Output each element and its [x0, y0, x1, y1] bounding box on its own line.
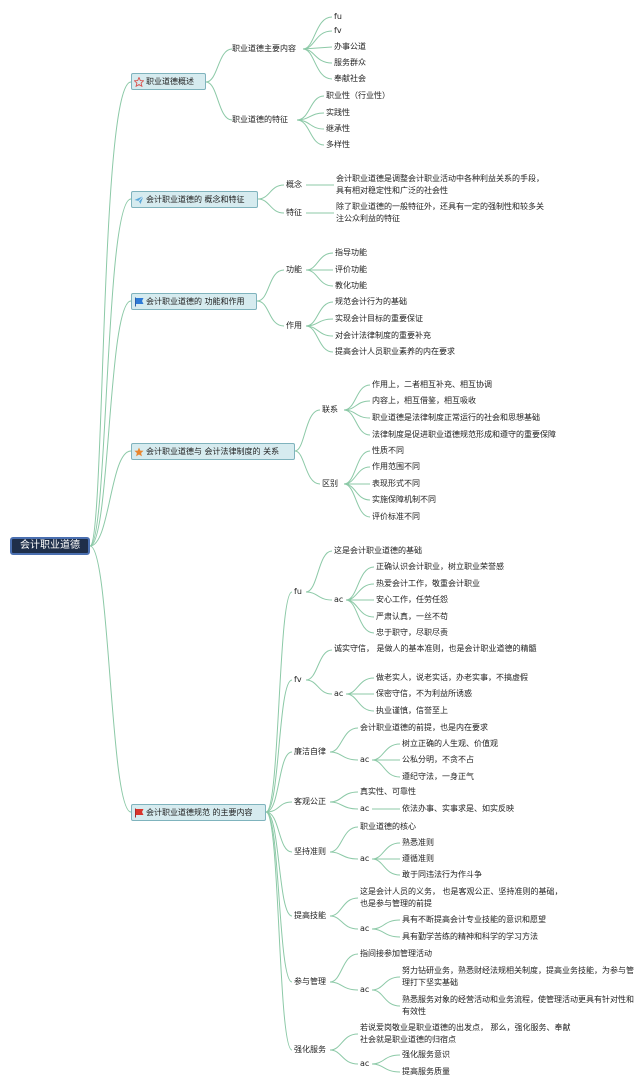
branch-label[interactable]: 廉洁自律: [294, 747, 326, 756]
branch-label[interactable]: 概念: [286, 180, 302, 189]
section-title: 会计职业道德的 概念和特征: [146, 195, 245, 204]
leaf-text[interactable]: 职业道德的核心: [360, 822, 416, 831]
leaf[interactable]: 熟悉服务对象的经营活动和业务流程，使管理活动更具有针对性和有效性: [402, 995, 634, 1016]
leaf[interactable]: 遵循准则: [402, 854, 434, 863]
leaf[interactable]: 法律制度是促进职业道德规范形成和遵守的重要保障: [372, 430, 556, 439]
leaf[interactable]: 继承性: [326, 124, 350, 133]
branch-label[interactable]: 提高技能: [294, 911, 326, 920]
section-title: 会计职业道德与 会计法律制度的 关系: [146, 447, 280, 456]
red-flag-icon: [134, 808, 144, 818]
leaf[interactable]: 努力钻研业务，熟悉财经法规相关制度，提高业务技能，为参与管理打下坚实基础: [402, 966, 634, 987]
section-title: 会计职业道德的 功能和作用: [146, 297, 245, 306]
branch-label[interactable]: 联系: [322, 405, 338, 414]
branch-label[interactable]: 职业道德主要内容: [232, 44, 296, 53]
leaf[interactable]: 教化功能: [335, 281, 367, 290]
star-outline-icon: [134, 76, 144, 87]
leaf[interactable]: 公私分明，不贪不占: [402, 755, 474, 764]
leaf[interactable]: 提高服务质量: [402, 1067, 450, 1076]
leaf[interactable]: 提高会计人员职业素养的内在要求: [335, 347, 455, 356]
leaf[interactable]: 强化服务意识: [402, 1050, 450, 1059]
ac-label[interactable]: ac: [360, 755, 370, 764]
leaf[interactable]: 执业谨慎，信誉至上: [376, 706, 448, 715]
leaf[interactable]: 具有勤学苦练的精神和科学的学习方法: [402, 932, 538, 941]
leaf[interactable]: 实施保障机制不同: [372, 495, 436, 504]
branch-label[interactable]: fv: [294, 675, 302, 684]
section-3-node[interactable]: 会计职业道德的 功能和作用: [131, 293, 257, 310]
leaf[interactable]: 遵纪守法，一身正气: [402, 772, 474, 781]
root-node[interactable]: 会计职业道德: [10, 537, 90, 555]
leaf-text[interactable]: 指间接参加管理活动: [360, 949, 432, 958]
section-4-node[interactable]: 会计职业道德与 会计法律制度的 关系: [131, 443, 295, 460]
leaf[interactable]: 敢于同违法行为作斗争: [402, 870, 482, 879]
leaf-text[interactable]: 会计职业道德是调整会计职业活动中各种利益关系的手段， 具有相对稳定性和广泛的社会…: [336, 174, 544, 195]
section-2-node[interactable]: 会计职业道德的 概念和特征: [131, 191, 258, 208]
ac-label[interactable]: ac: [360, 854, 370, 863]
section-title: 职业道德概述: [146, 77, 194, 86]
leaf[interactable]: 具有不断提高会计专业技能的意识和愿望: [402, 915, 546, 924]
branch-label[interactable]: 职业道德的特征: [232, 115, 288, 124]
leaf[interactable]: 内容上，相互借鉴，相互吸收: [372, 396, 476, 405]
branch-label[interactable]: fu: [294, 587, 302, 596]
leaf[interactable]: 忠于职守，尽职尽责: [376, 628, 448, 637]
leaf[interactable]: fv: [334, 26, 342, 35]
branch-label[interactable]: 强化服务: [294, 1045, 326, 1054]
leaf[interactable]: 评价功能: [335, 265, 367, 274]
branch-label[interactable]: 参与管理: [294, 977, 326, 986]
leaf[interactable]: 依法办事、实事求是、如实反映: [402, 804, 514, 813]
leaf[interactable]: 熟悉准则: [402, 838, 434, 847]
leaf[interactable]: 实践性: [326, 108, 350, 117]
section-1-node[interactable]: 职业道德概述: [131, 73, 206, 90]
leaf[interactable]: 办事公道: [334, 42, 366, 51]
branch-label[interactable]: 坚持准则: [294, 847, 326, 856]
leaf[interactable]: 严肃认真，一丝不苟: [376, 612, 448, 621]
leaf-text[interactable]: 这是会计人员的义务， 也是客观公正、坚持准则的基础， 也是参与管理的前提: [360, 887, 563, 908]
branch-label[interactable]: 特征: [286, 208, 302, 217]
leaf[interactable]: 表现形式不同: [372, 479, 420, 488]
leaf[interactable]: 实现会计目标的重要保证: [335, 314, 423, 323]
leaf[interactable]: 评价标准不同: [372, 512, 420, 521]
leaf[interactable]: 保密守信，不为利益所诱惑: [376, 689, 472, 698]
leaf[interactable]: 做老实人，说老实话，办老实事，不搞虚假: [376, 673, 528, 682]
ac-label[interactable]: ac: [360, 985, 370, 994]
ac-label[interactable]: ac: [360, 804, 370, 813]
leaf[interactable]: 服务群众: [334, 58, 366, 67]
leaf-text[interactable]: 诚实守信， 是做人的基本准则，也是会计职业道德的精髓: [334, 644, 537, 653]
leaf[interactable]: 安心工作，任劳任怨: [376, 595, 448, 604]
leaf[interactable]: 性质不同: [372, 446, 404, 455]
branch-label[interactable]: 功能: [286, 265, 302, 274]
leaf-text[interactable]: 会计职业道德的前提，也是内在要求: [360, 723, 488, 732]
leaf[interactable]: fu: [334, 12, 342, 21]
leaf-text[interactable]: 除了职业道德的一般特征外，还具有一定的强制性和较多关注公众利益的特征: [336, 202, 544, 223]
branch-label[interactable]: 客观公正: [294, 797, 326, 806]
leaf-text[interactable]: 真实性、可靠性: [360, 787, 416, 796]
leaf[interactable]: 树立正确的人生观、价值观: [402, 739, 498, 748]
section-title: 会计职业道德规范 的主要内容: [146, 808, 253, 817]
leaf-text[interactable]: 这是会计职业道德的基础: [334, 546, 422, 555]
leaf[interactable]: 职业道德是法律制度正常运行的社会和思想基础: [372, 413, 540, 422]
ac-label[interactable]: ac: [334, 595, 344, 604]
section-5-node[interactable]: 会计职业道德规范 的主要内容: [131, 804, 266, 821]
ac-label[interactable]: ac: [334, 689, 344, 698]
branch-label[interactable]: 区别: [322, 479, 338, 488]
branch-label[interactable]: 作用: [286, 321, 302, 330]
leaf[interactable]: 多样性: [326, 140, 350, 149]
leaf[interactable]: 正确认识会计职业，树立职业荣誉感: [376, 562, 504, 571]
ac-label[interactable]: ac: [360, 1059, 370, 1068]
leaf[interactable]: 指导功能: [335, 248, 367, 257]
leaf[interactable]: 职业性（行业性）: [326, 91, 390, 100]
leaf-text[interactable]: 若说爱岗敬业是职业道德的出发点， 那么，强化服务、奉献社会就是职业道德的归宿点: [360, 1023, 571, 1044]
leaf[interactable]: 作用上，二者相互补充、相互协调: [372, 380, 492, 389]
leaf[interactable]: 热爱会计工作，敬重会计职业: [376, 579, 480, 588]
ac-label[interactable]: ac: [360, 924, 370, 933]
leaf[interactable]: 规范会计行为的基础: [335, 297, 407, 306]
blue-flag-icon: [134, 297, 144, 307]
leaf[interactable]: 对会计法律制度的重要补充: [335, 331, 431, 340]
paper-plane-icon: [134, 195, 144, 205]
leaf[interactable]: 作用范围不同: [372, 462, 420, 471]
orange-star-icon: [134, 447, 144, 457]
leaf[interactable]: 奉献社会: [334, 74, 366, 83]
